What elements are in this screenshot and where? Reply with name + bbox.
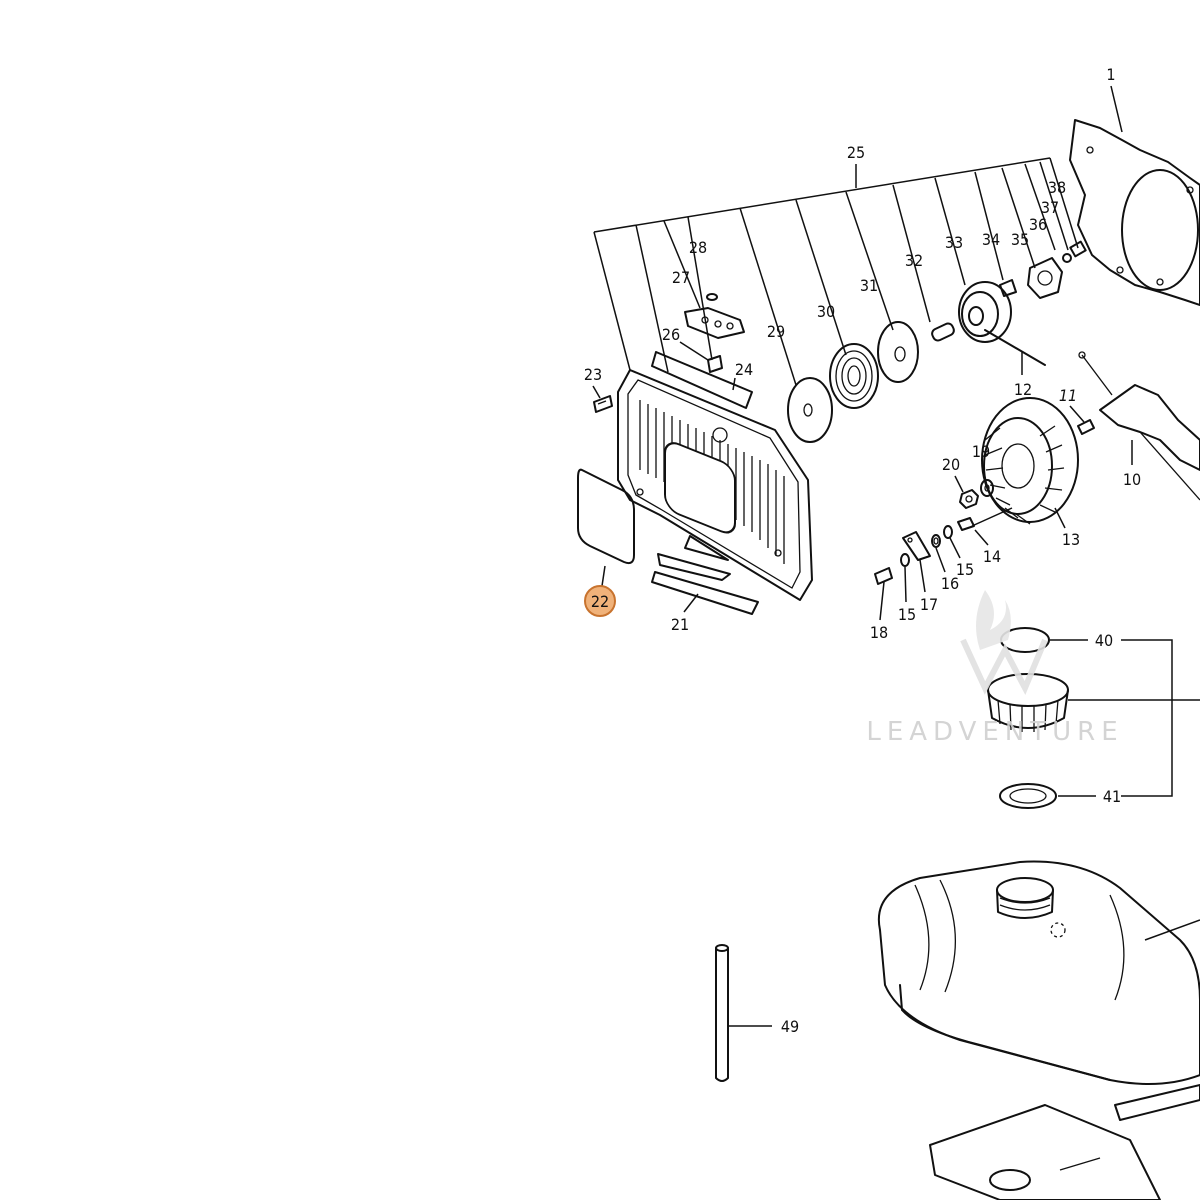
watermark: LEADVENTURE [866, 590, 1123, 747]
label-27: 27 [672, 268, 690, 287]
part-20-nut[interactable] [959, 489, 979, 509]
label-37: 37 [1041, 198, 1059, 217]
part-11-bolt[interactable] [1077, 419, 1095, 435]
part-1-engine-case[interactable] [1069, 119, 1200, 306]
part-37-washer[interactable] [1062, 253, 1072, 263]
cap-knurling [997, 699, 1059, 732]
part-26-bolt[interactable] [707, 355, 723, 373]
part-23-bolt[interactable] [593, 395, 613, 413]
part-17-pawl-arm[interactable] [902, 531, 931, 561]
label-32: 32 [905, 251, 923, 270]
part-29-disc[interactable] [787, 377, 833, 443]
part-12-rope[interactable] [984, 329, 1046, 366]
label-40: 40 [1095, 631, 1113, 650]
label-22: 22 [591, 592, 609, 611]
label-30: 30 [817, 302, 835, 321]
part-33-pulley[interactable] [958, 281, 1012, 343]
assembly-bracket-25 [593, 157, 1051, 233]
part-35-plate[interactable] [1027, 257, 1063, 299]
label-23: 23 [584, 365, 602, 384]
part-13-flywheel[interactable] [981, 397, 1079, 525]
label-25: 25 [847, 143, 865, 162]
label-21: 21 [671, 615, 689, 634]
fuel-tank[interactable] [877, 860, 1200, 1085]
part-34-spring[interactable] [999, 279, 1017, 297]
part-22-pad[interactable] [577, 468, 635, 565]
label-16: 16 [941, 574, 959, 593]
part-10-ignition-coil[interactable] [1078, 351, 1200, 501]
watermark-text: LEADVENTURE [866, 717, 1123, 747]
part-41-ring[interactable] [999, 783, 1057, 809]
label-13: 13 [1062, 530, 1080, 549]
label-20: 20 [942, 455, 960, 474]
label-38: 38 [1048, 178, 1066, 197]
label-34: 34 [982, 230, 1000, 249]
part-16-spring[interactable] [931, 534, 941, 548]
label-17: 17 [920, 595, 938, 614]
label-49: 49 [781, 1017, 799, 1036]
part-27-handle[interactable] [684, 307, 745, 339]
part-18-bolt[interactable] [874, 567, 893, 585]
label-15a: 15 [898, 605, 916, 624]
label-41: 41 [1103, 787, 1121, 806]
recoil-starter-cover[interactable] [617, 369, 813, 601]
label-36: 36 [1029, 215, 1047, 234]
label-33: 33 [945, 233, 963, 252]
label-31: 31 [860, 276, 878, 295]
part-21-sticker[interactable] [651, 535, 759, 615]
part-28-clip[interactable] [706, 293, 718, 301]
part-31-washer[interactable] [877, 321, 919, 383]
label-28: 28 [689, 238, 707, 257]
label-14: 14 [983, 547, 1001, 566]
part-14-pawl[interactable] [957, 517, 975, 531]
label-18: 18 [870, 623, 888, 642]
label-1: 1 [1106, 65, 1115, 84]
label-24: 24 [735, 360, 753, 379]
label-19: 19 [972, 442, 990, 461]
part-32-bushing[interactable] [930, 322, 955, 342]
label-26: 26 [662, 325, 680, 344]
part-38-bolt[interactable] [1069, 240, 1087, 258]
part-15-washer-b[interactable] [943, 525, 953, 539]
label-15b: 15 [956, 560, 974, 579]
part-22-highlight-badge[interactable]: 22 [584, 585, 616, 617]
label-35: 35 [1011, 230, 1029, 249]
part-49-pipe[interactable] [715, 944, 729, 1082]
flywheel-fins [984, 425, 1065, 525]
part-30-spring[interactable] [829, 343, 879, 409]
label-10: 10 [1123, 470, 1141, 489]
part-15-washer-a[interactable] [900, 553, 910, 567]
assembly-leader-lines [593, 157, 1079, 386]
label-11: 11 [1059, 386, 1077, 405]
tank-tray[interactable] [929, 1084, 1200, 1200]
label-29: 29 [767, 322, 785, 341]
label-12: 12 [1014, 380, 1032, 399]
part-19-washer[interactable] [980, 479, 994, 497]
part-24-sticker[interactable] [651, 351, 753, 409]
